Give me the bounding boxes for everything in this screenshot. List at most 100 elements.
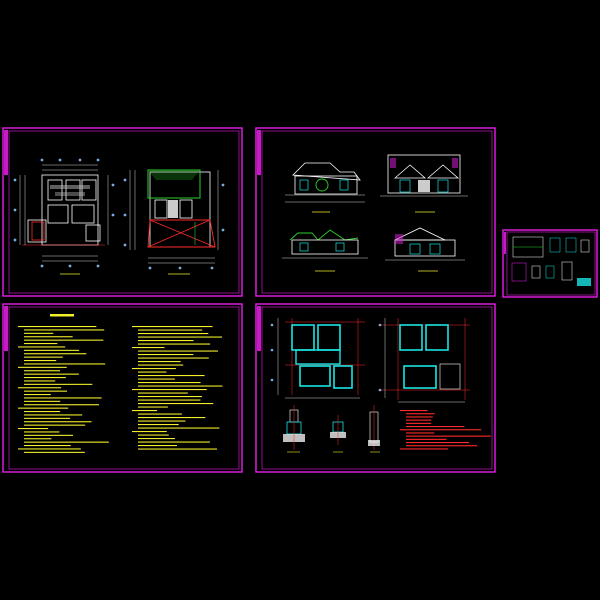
note-line [138,333,209,335]
sheet-notes[interactable] [2,303,243,473]
note-line [132,389,207,391]
note-line [138,354,194,356]
notes-left-column [18,326,109,453]
note-line [138,378,175,380]
note-line [24,431,60,433]
note-line [24,411,61,413]
sheet-frame [255,127,496,297]
note-line [138,364,184,366]
sheet-details[interactable] [502,229,598,298]
note-line [138,420,186,422]
sheet-frame [2,127,243,297]
note-line [406,413,435,415]
note-line [406,419,432,421]
note-line [132,326,213,328]
note-line [24,414,83,416]
note-line [24,349,80,351]
sheet-structure[interactable] [255,303,496,473]
elevation-side [380,154,468,213]
note-line [138,392,188,394]
foundation-plan-left [270,318,365,399]
note-line [138,340,194,342]
note-line [406,422,432,424]
note-line [132,410,158,412]
note-line [18,407,69,409]
sheet-elevations[interactable] [255,127,496,297]
note-line [24,417,71,419]
note-line [18,428,49,430]
note-line [406,416,433,418]
elevation-other-side [385,227,465,272]
note-line [18,326,97,328]
note-line [138,417,206,419]
foundation-plan-right [378,318,470,403]
note-line [24,451,85,453]
note-line [138,329,203,331]
note-line [24,390,68,392]
note-line [24,445,71,447]
note-line [138,396,202,398]
notes-right-column [132,326,223,450]
note-line [24,383,93,385]
note-line [138,441,210,443]
sheet-plans[interactable] [2,127,243,297]
note-line [406,432,435,434]
note-line [24,397,102,399]
note-line [406,445,478,447]
note-line [138,413,182,415]
note-line [18,448,81,450]
sheet-inner-frame [506,231,596,296]
sheet-inner-frame [261,130,493,294]
note-line [138,361,181,363]
note-line [24,438,52,440]
sheet-inner-frame [261,306,493,470]
note-line [138,424,179,426]
note-line [24,373,79,375]
note-line [24,329,105,331]
note-line [24,336,73,338]
note-line [138,343,211,345]
note-line [24,441,109,443]
note-line [138,399,201,401]
note-line [132,347,165,349]
note-line [406,435,491,437]
note-line [400,410,428,412]
elevation-rear [282,229,368,272]
title-block-strip [257,306,261,351]
note-line [132,368,176,370]
note-line [24,421,92,423]
sheet-frame [2,303,243,473]
note-line [138,357,209,359]
title-block-strip [4,306,8,351]
structural-notes [400,410,491,450]
sheet-frame [502,229,598,298]
note-line [138,403,214,405]
note-line [18,387,62,389]
note-line [24,394,51,396]
floor-plan [13,158,115,275]
note-line [24,370,60,372]
note-line [24,360,57,362]
note-line [406,442,470,444]
sheet-frame [255,303,496,473]
note-line [24,404,100,406]
section-details [283,405,380,453]
note-line [24,380,56,382]
sheet-inner-frame [8,130,240,294]
note-line [406,426,465,428]
note-line [18,366,67,368]
note-line [138,406,168,408]
note-line [400,448,448,450]
note-line [406,438,447,440]
note-line [138,385,223,387]
note-line [24,339,104,341]
note-line [138,375,205,377]
note-line [24,363,106,365]
title-block-strip [257,130,261,175]
note-line [138,427,220,429]
elevation-front [285,162,365,213]
note-line [24,434,74,436]
note-line [138,445,177,447]
note-line [132,431,167,433]
